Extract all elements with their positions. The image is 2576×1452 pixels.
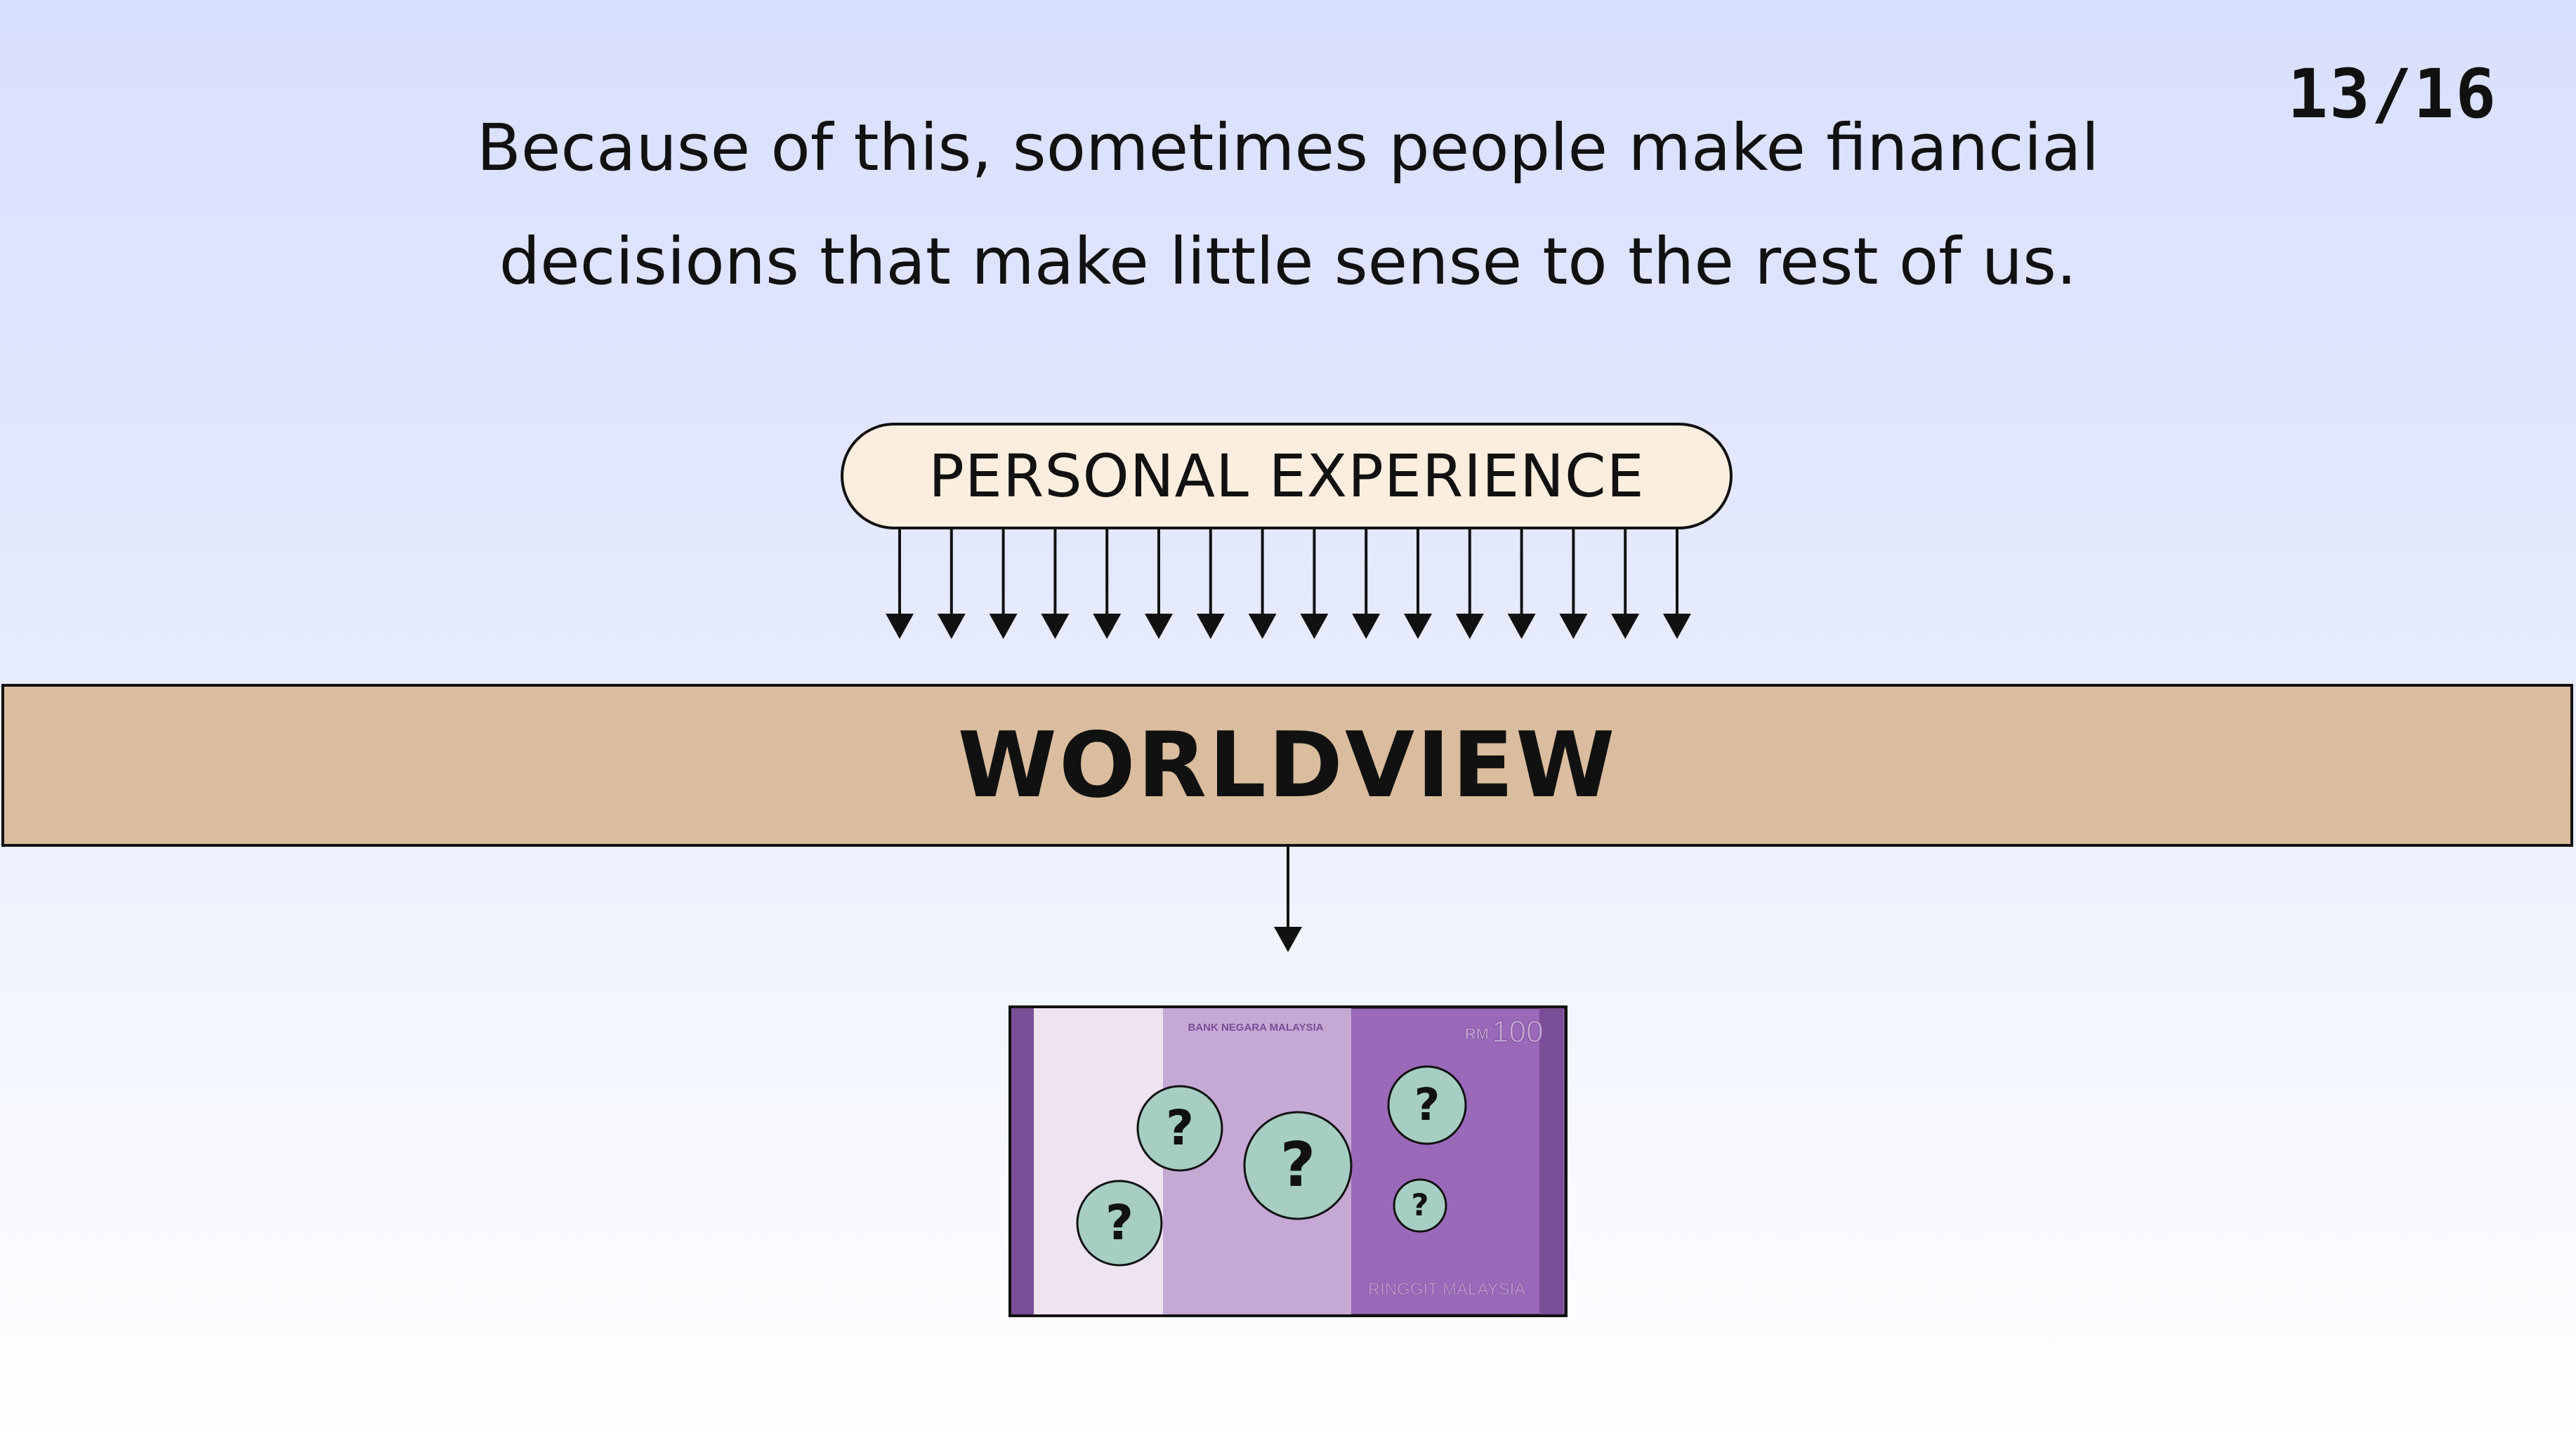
influence-arrow xyxy=(1611,529,1640,639)
question-icon: ? xyxy=(1393,1178,1447,1233)
question-icon: ? xyxy=(1243,1111,1353,1220)
denomination: 100 xyxy=(1492,1015,1543,1049)
currency-name: RINGGIT MALAYSIA xyxy=(1368,1280,1526,1299)
svg-text:?: ? xyxy=(1166,1100,1194,1156)
currency-prefix: RM xyxy=(1465,1025,1489,1043)
worldview-band: WORLDVIEW xyxy=(1,684,2573,847)
caption: Because of this, sometimes people make f… xyxy=(0,91,2576,319)
influence-arrow xyxy=(1041,529,1070,639)
caption-line-2: decisions that make little sense to the … xyxy=(499,224,2077,299)
influence-arrow xyxy=(1663,529,1691,639)
page-counter: 13/16 xyxy=(2287,55,2497,133)
influence-arrow xyxy=(1559,529,1588,639)
bank-name: BANK NEGARA MALAYSIA xyxy=(1188,1022,1323,1034)
question-bubbles: ????? xyxy=(1076,1065,1467,1267)
svg-text:?: ? xyxy=(1280,1129,1315,1201)
question-icon: ? xyxy=(1136,1085,1223,1172)
influence-arrow xyxy=(1300,529,1329,639)
influence-arrow xyxy=(886,529,914,639)
influence-arrow xyxy=(1248,529,1277,639)
influence-arrows xyxy=(886,529,1691,639)
personal-experience-pill: PERSONAL EXPERIENCE xyxy=(841,423,1733,529)
influence-arrow xyxy=(1093,529,1122,639)
influence-arrow xyxy=(1145,529,1173,639)
question-icon: ? xyxy=(1387,1065,1467,1145)
svg-text:?: ? xyxy=(1414,1079,1440,1130)
influence-arrow xyxy=(989,529,1018,639)
down-arrow-icon xyxy=(1274,847,1302,952)
question-icon: ? xyxy=(1076,1180,1163,1267)
banknote-illustration: BANK NEGARA MALAYSIA RM 100 RINGGIT MALA… xyxy=(1008,1005,1568,1317)
influence-arrow xyxy=(937,529,966,639)
influence-arrow xyxy=(1404,529,1432,639)
influence-arrow xyxy=(1455,529,1484,639)
caption-line-1: Because of this, sometimes people make f… xyxy=(476,110,2100,185)
influence-arrow xyxy=(1196,529,1225,639)
influence-arrow xyxy=(1352,529,1381,639)
svg-text:?: ? xyxy=(1412,1188,1429,1223)
influence-arrow xyxy=(1507,529,1536,639)
svg-text:?: ? xyxy=(1105,1195,1133,1251)
